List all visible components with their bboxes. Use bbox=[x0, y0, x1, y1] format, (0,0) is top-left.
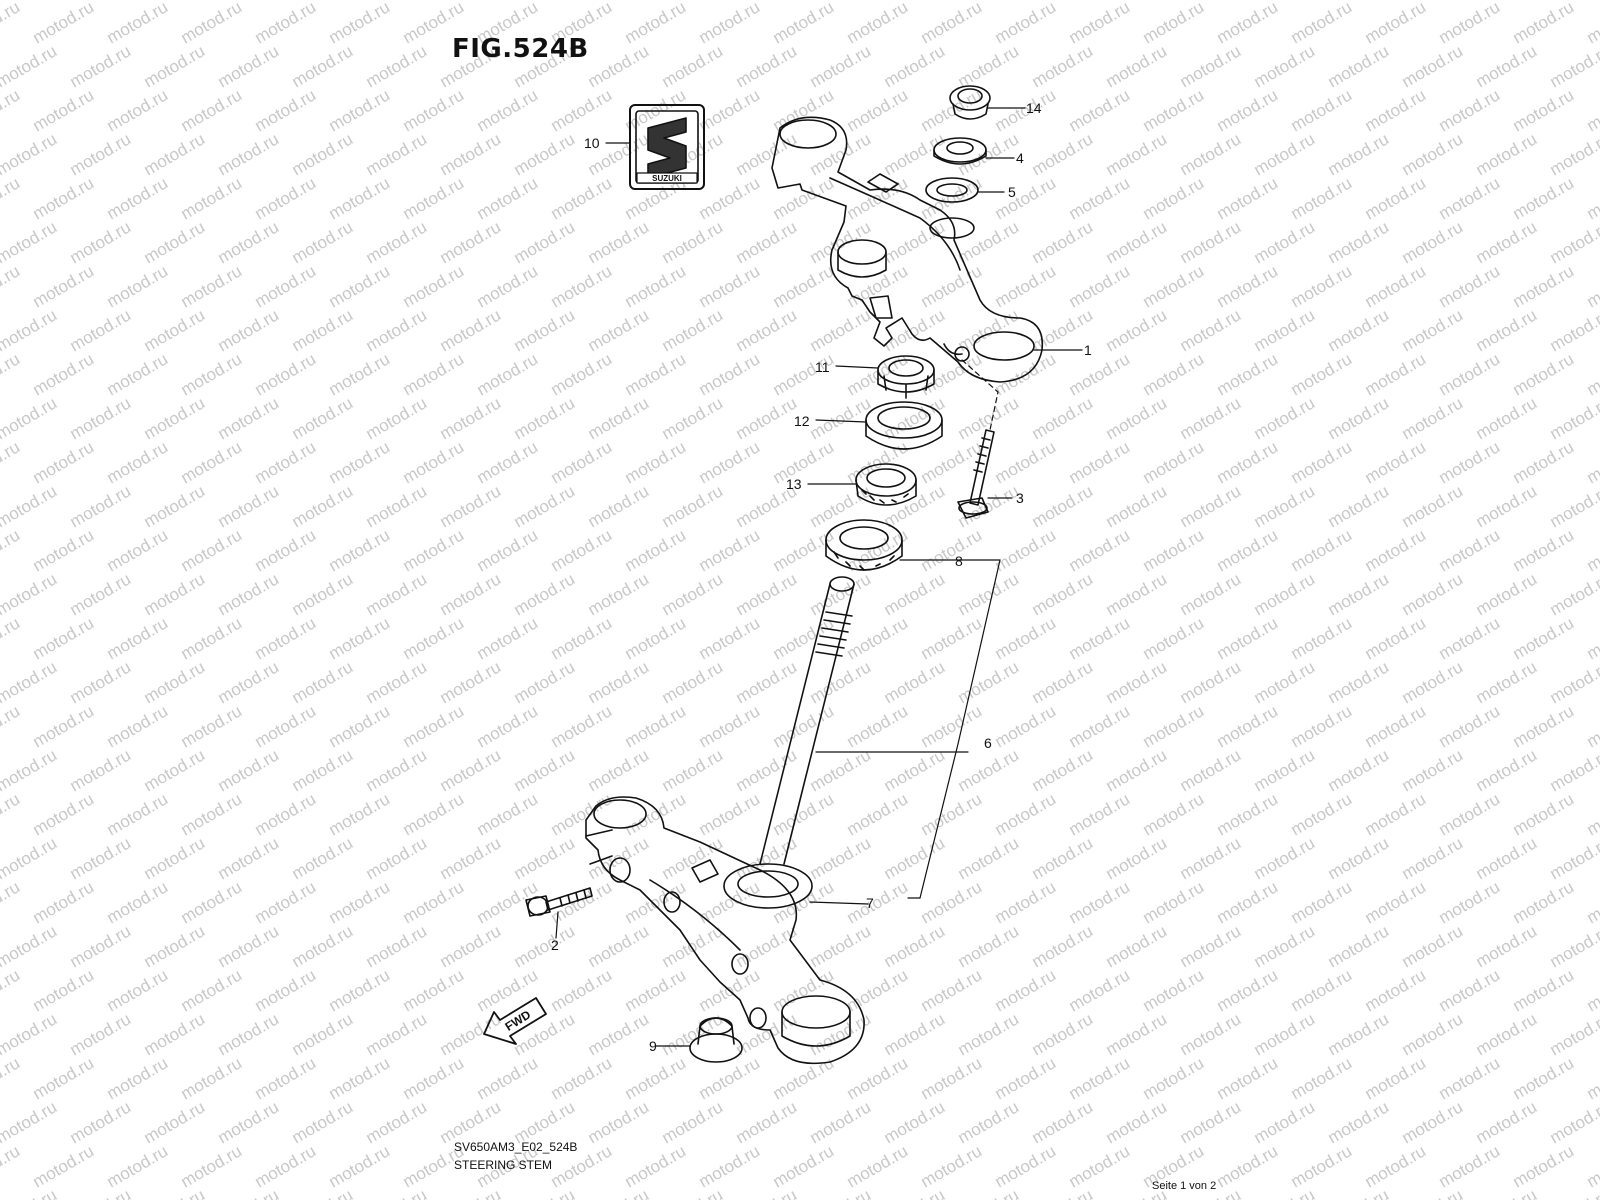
callout-7: 7 bbox=[866, 895, 874, 911]
callout-labels: 14 4 5 1 11 12 13 3 8 6 7 2 9 10 bbox=[551, 100, 1092, 1054]
callout-10: 10 bbox=[584, 135, 600, 151]
fwd-label: FWD bbox=[503, 1007, 534, 1034]
suzuki-emblem: SUZUKI bbox=[629, 104, 705, 190]
model-code: SV650AM3_E02_524B bbox=[454, 1140, 578, 1154]
washer-upper bbox=[933, 137, 987, 165]
callout-8: 8 bbox=[955, 553, 963, 569]
figure-title: FIG.524B bbox=[452, 34, 589, 64]
cap-part bbox=[949, 85, 991, 120]
section-name: STEERING STEM bbox=[454, 1158, 553, 1172]
dust-seal-upper bbox=[865, 401, 943, 450]
lower-bracket bbox=[585, 796, 865, 1065]
callout-12: 12 bbox=[794, 413, 810, 429]
emblem-text: SUZUKI bbox=[652, 174, 682, 183]
bearing-upper bbox=[855, 463, 917, 506]
upper-bracket bbox=[771, 116, 1044, 383]
steering-nut bbox=[877, 355, 935, 399]
callout-5: 5 bbox=[1008, 184, 1016, 200]
forward-arrow: FWD bbox=[483, 997, 547, 1045]
leader-lines bbox=[555, 107, 1083, 1047]
callout-2: 2 bbox=[551, 937, 559, 953]
washer-lower bbox=[925, 177, 979, 203]
bearing-lower bbox=[825, 519, 903, 571]
plug-part bbox=[689, 1017, 743, 1063]
bolt-lower bbox=[525, 887, 593, 917]
steering-stem-shaft bbox=[759, 576, 855, 865]
callout-11: 11 bbox=[815, 359, 830, 375]
callout-4: 4 bbox=[1016, 150, 1024, 166]
callout-13: 13 bbox=[786, 476, 802, 492]
page-indicator: Seite 1 von 2 bbox=[1152, 1180, 1217, 1192]
callout-1: 1 bbox=[1084, 342, 1092, 358]
callout-9: 9 bbox=[649, 1038, 657, 1054]
dust-seal-lower bbox=[723, 863, 813, 909]
callout-3: 3 bbox=[1016, 490, 1024, 506]
callout-6: 6 bbox=[984, 735, 992, 751]
callout-14: 14 bbox=[1026, 100, 1042, 116]
bolt-upper bbox=[957, 429, 995, 519]
